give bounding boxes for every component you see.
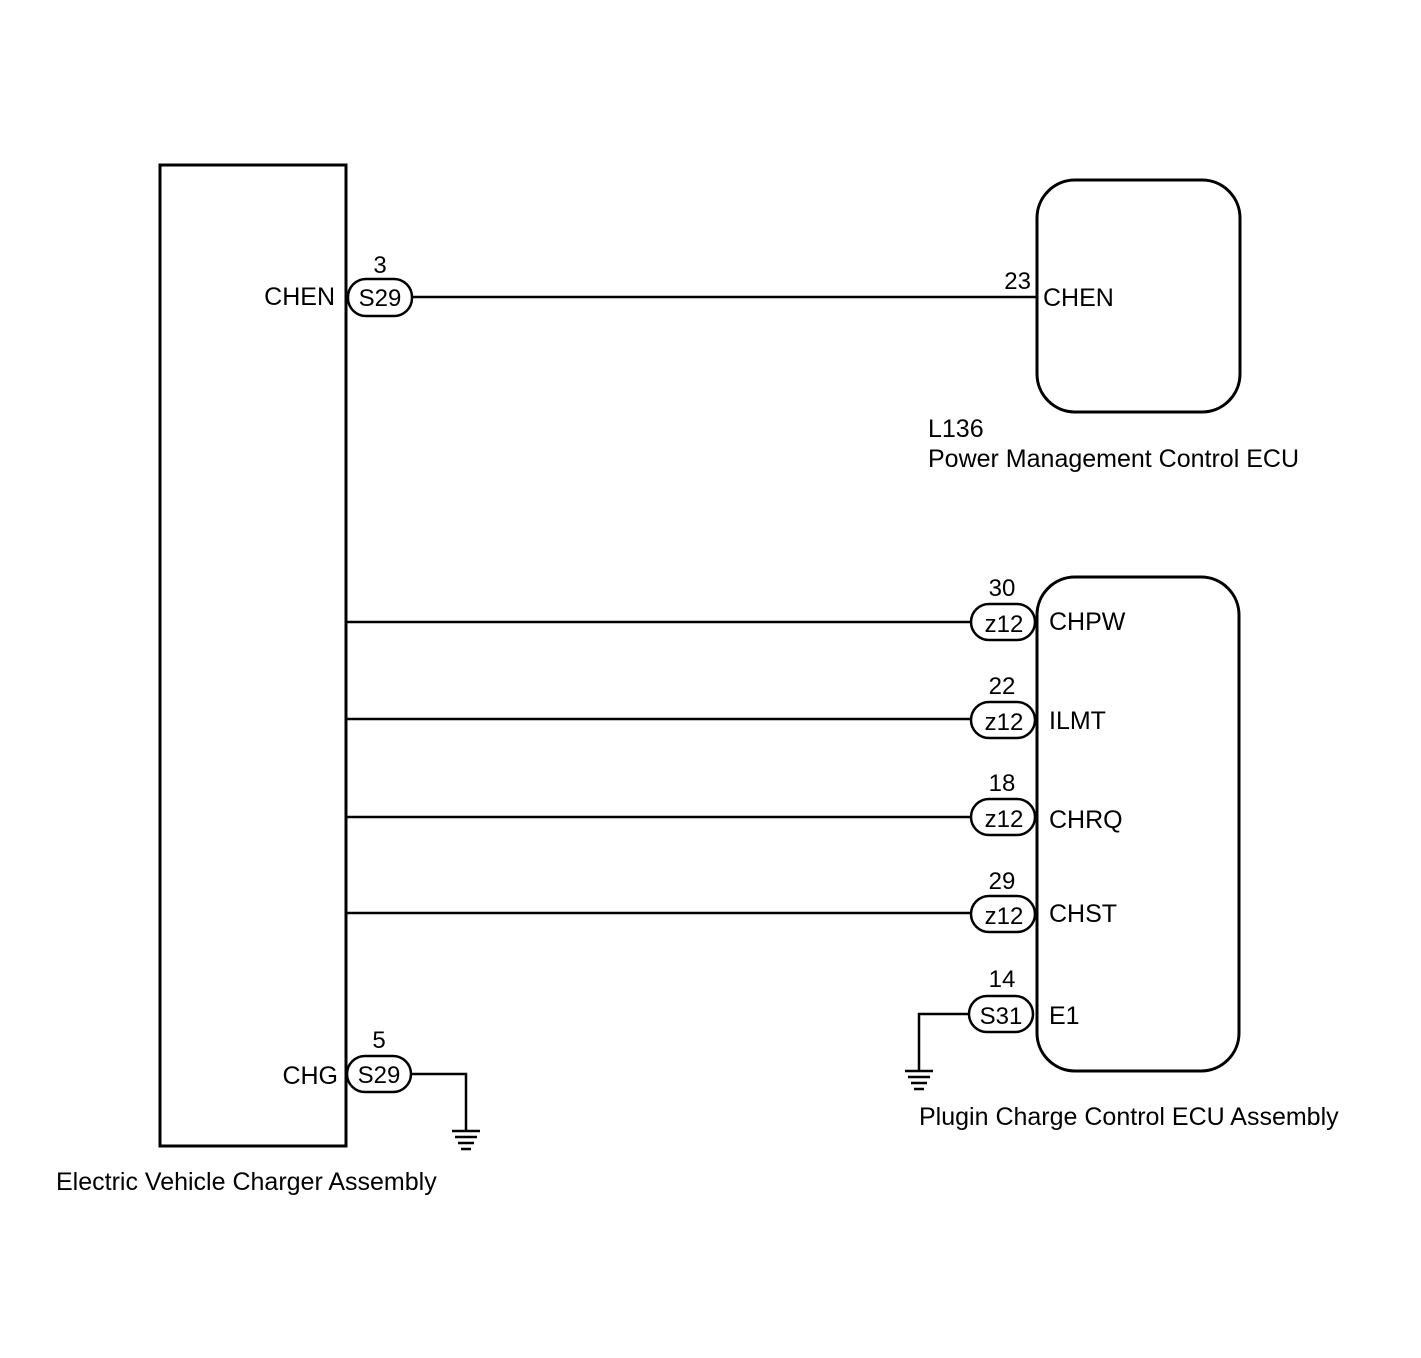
ev-chen-connector bbox=[346, 277, 414, 318]
ilmt-pin-number: 22 bbox=[989, 673, 1016, 700]
ev-charger-box bbox=[158, 163, 348, 1148]
ilmt-connector bbox=[969, 700, 1037, 740]
chrq-terminal-label: CHRQ bbox=[1049, 806, 1123, 834]
chrq-connector-label: z12 bbox=[985, 806, 1024, 833]
e1-connector-label: S31 bbox=[980, 1003, 1023, 1030]
chst-connector bbox=[969, 894, 1037, 934]
ilmt-terminal-label: ILMT bbox=[1049, 707, 1106, 735]
ev-charger-name: Electric Vehicle Charger Assembly bbox=[56, 1168, 437, 1196]
chpw-terminal-label: CHPW bbox=[1049, 608, 1126, 636]
ev-chen-terminal-label: CHEN bbox=[264, 283, 335, 311]
power-mgmt-ecu-code: L136 bbox=[928, 415, 984, 443]
chg-connector bbox=[345, 1054, 413, 1094]
ev-chen-connector-label: S29 bbox=[359, 285, 402, 312]
chg-connector-label: S29 bbox=[358, 1062, 401, 1089]
ground-icon bbox=[905, 1069, 933, 1091]
ev-chen-pin-number: 3 bbox=[373, 252, 386, 279]
ground-icon bbox=[452, 1129, 480, 1151]
chg-terminal-label: CHG bbox=[282, 1062, 338, 1090]
chst-connector-label: z12 bbox=[985, 903, 1024, 930]
chpw-connector bbox=[969, 602, 1037, 642]
wire-chg-ground bbox=[412, 1072, 468, 1130]
e1-pin-number: 14 bbox=[989, 966, 1016, 993]
pm-chen-terminal-label: CHEN bbox=[1043, 284, 1114, 312]
chst-pin-number: 29 bbox=[989, 868, 1016, 895]
chpw-connector-label: z12 bbox=[985, 611, 1024, 638]
plugin-charge-ecu-name: Plugin Charge Control ECU Assembly bbox=[919, 1103, 1339, 1131]
chg-pin-number: 5 bbox=[372, 1027, 385, 1054]
chst-terminal-label: CHST bbox=[1049, 900, 1117, 928]
plugin-charge-ecu-box bbox=[1035, 575, 1241, 1073]
e1-connector bbox=[967, 994, 1035, 1034]
power-mgmt-ecu-name: Power Management Control ECU bbox=[928, 445, 1299, 473]
chrq-pin-number: 18 bbox=[989, 770, 1016, 797]
ilmt-connector-label: z12 bbox=[985, 709, 1024, 736]
chrq-connector bbox=[969, 797, 1037, 837]
pm-chen-pin-number: 23 bbox=[1004, 268, 1031, 295]
chpw-pin-number: 30 bbox=[989, 575, 1016, 602]
wire-e1-ground bbox=[917, 1012, 970, 1070]
e1-terminal-label: E1 bbox=[1049, 1002, 1080, 1030]
